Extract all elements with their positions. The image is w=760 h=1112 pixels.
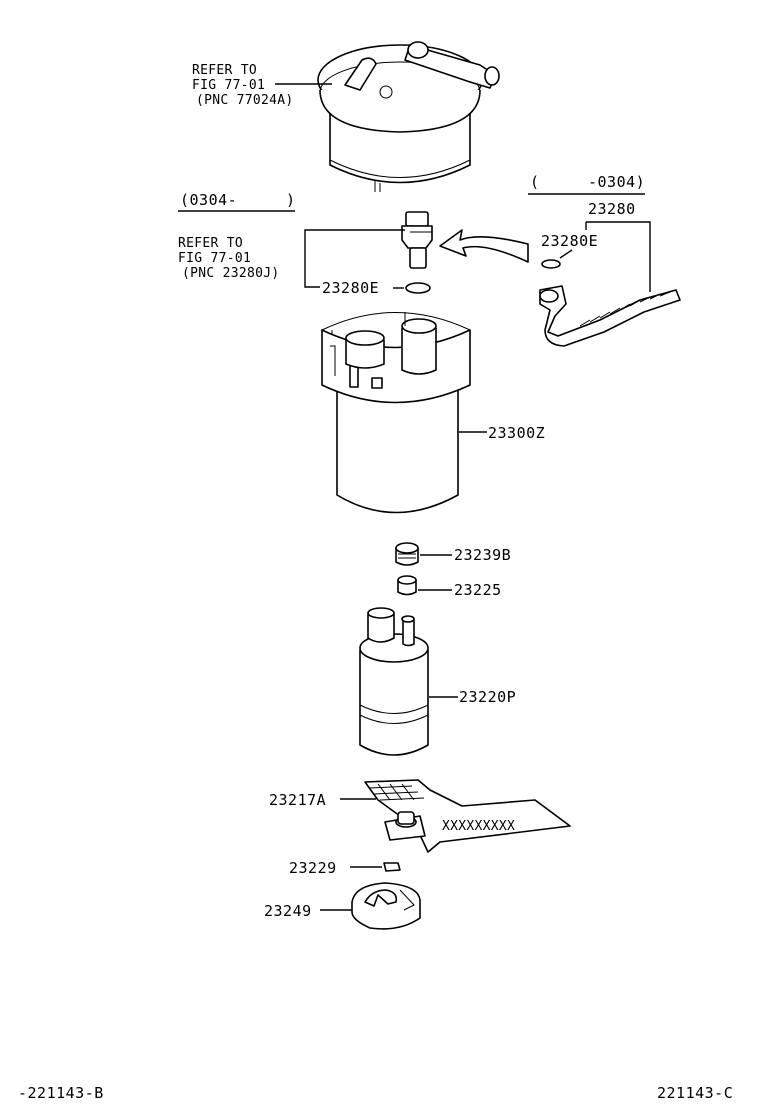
strainer-mark: XXXXXXXXX (442, 819, 515, 834)
label-23300Z: 23300Z (488, 424, 545, 442)
ref-filter-callout: REFER TO FIG 77-01 (PNC 77024A) (192, 63, 332, 108)
date-to-label: -0304) (588, 173, 645, 191)
pump-housing-drawing (321, 312, 471, 514)
direction-arrow (439, 229, 529, 263)
date-from-close: ) (286, 191, 296, 209)
label-23229: 23229 (289, 859, 337, 877)
cushion-drawing (397, 575, 417, 596)
ref-filter-line3: (PNC 77024A) (196, 93, 294, 108)
cushion-ring-drawing (351, 882, 421, 930)
fuel-filter-drawing (317, 41, 500, 192)
label-23220P: 23220P (459, 688, 516, 706)
footer-left-code: -221143-B (18, 1084, 104, 1102)
label-23249: 23249 (264, 902, 312, 920)
fuel-hose-drawing: 23280 23280E (539, 200, 681, 347)
date-from-label: (0304- (180, 191, 237, 209)
strainer-drawing: XXXXXXXXX (364, 779, 571, 853)
footer-right-code: 221143-C (657, 1084, 733, 1102)
date-range-left: (0304- ) (178, 191, 296, 212)
ref-regulator-line3: (PNC 23280J) (182, 266, 280, 281)
label-23239B: 23239B (454, 546, 511, 564)
o-ring-left (405, 282, 431, 294)
filter-cap-drawing (395, 542, 419, 566)
pressure-regulator-drawing (401, 211, 433, 269)
ref-regulator-callout: REFER TO FIG 77-01 (PNC 23280J) (178, 229, 405, 288)
ref-regulator-line1: REFER TO (178, 236, 243, 251)
date-range-right: ( -0304) (528, 173, 645, 195)
label-23217A: 23217A (269, 791, 326, 809)
label-23280E-right: 23280E (541, 232, 598, 250)
ref-filter-line2: FIG 77-01 (192, 78, 265, 93)
label-23280: 23280 (588, 200, 636, 218)
ref-filter-line1: REFER TO (192, 63, 257, 78)
label-23280E-left: 23280E (322, 279, 379, 297)
clip-drawing (383, 862, 401, 872)
label-23225: 23225 (454, 581, 502, 599)
fuel-pump-drawing (359, 607, 429, 756)
ref-regulator-line2: FIG 77-01 (178, 251, 251, 266)
date-to-open: ( (530, 173, 540, 191)
